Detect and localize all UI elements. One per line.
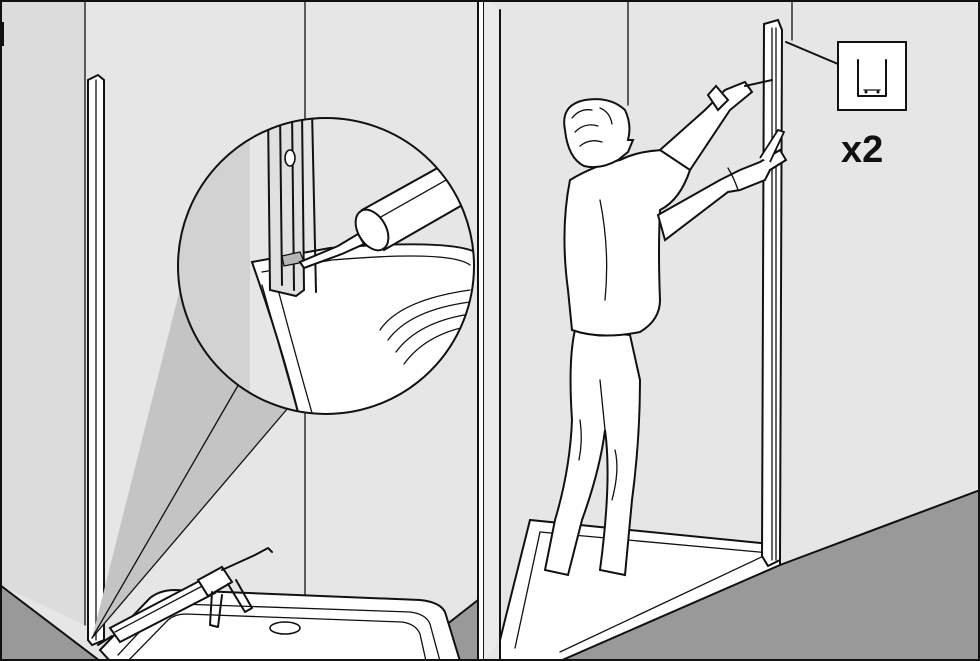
right-wall-profile bbox=[762, 20, 782, 566]
corner-mark bbox=[0, 22, 4, 46]
tray-drain-icon bbox=[270, 622, 300, 634]
left-side-wall bbox=[0, 0, 85, 625]
fixing-hole-icon bbox=[285, 150, 295, 166]
left-wall-profile bbox=[88, 75, 104, 645]
u-channel-profile-icon bbox=[838, 42, 906, 110]
quantity-label: x2 bbox=[841, 129, 883, 171]
left-panel bbox=[0, 0, 492, 661]
right-panel: x2 bbox=[484, 0, 980, 661]
